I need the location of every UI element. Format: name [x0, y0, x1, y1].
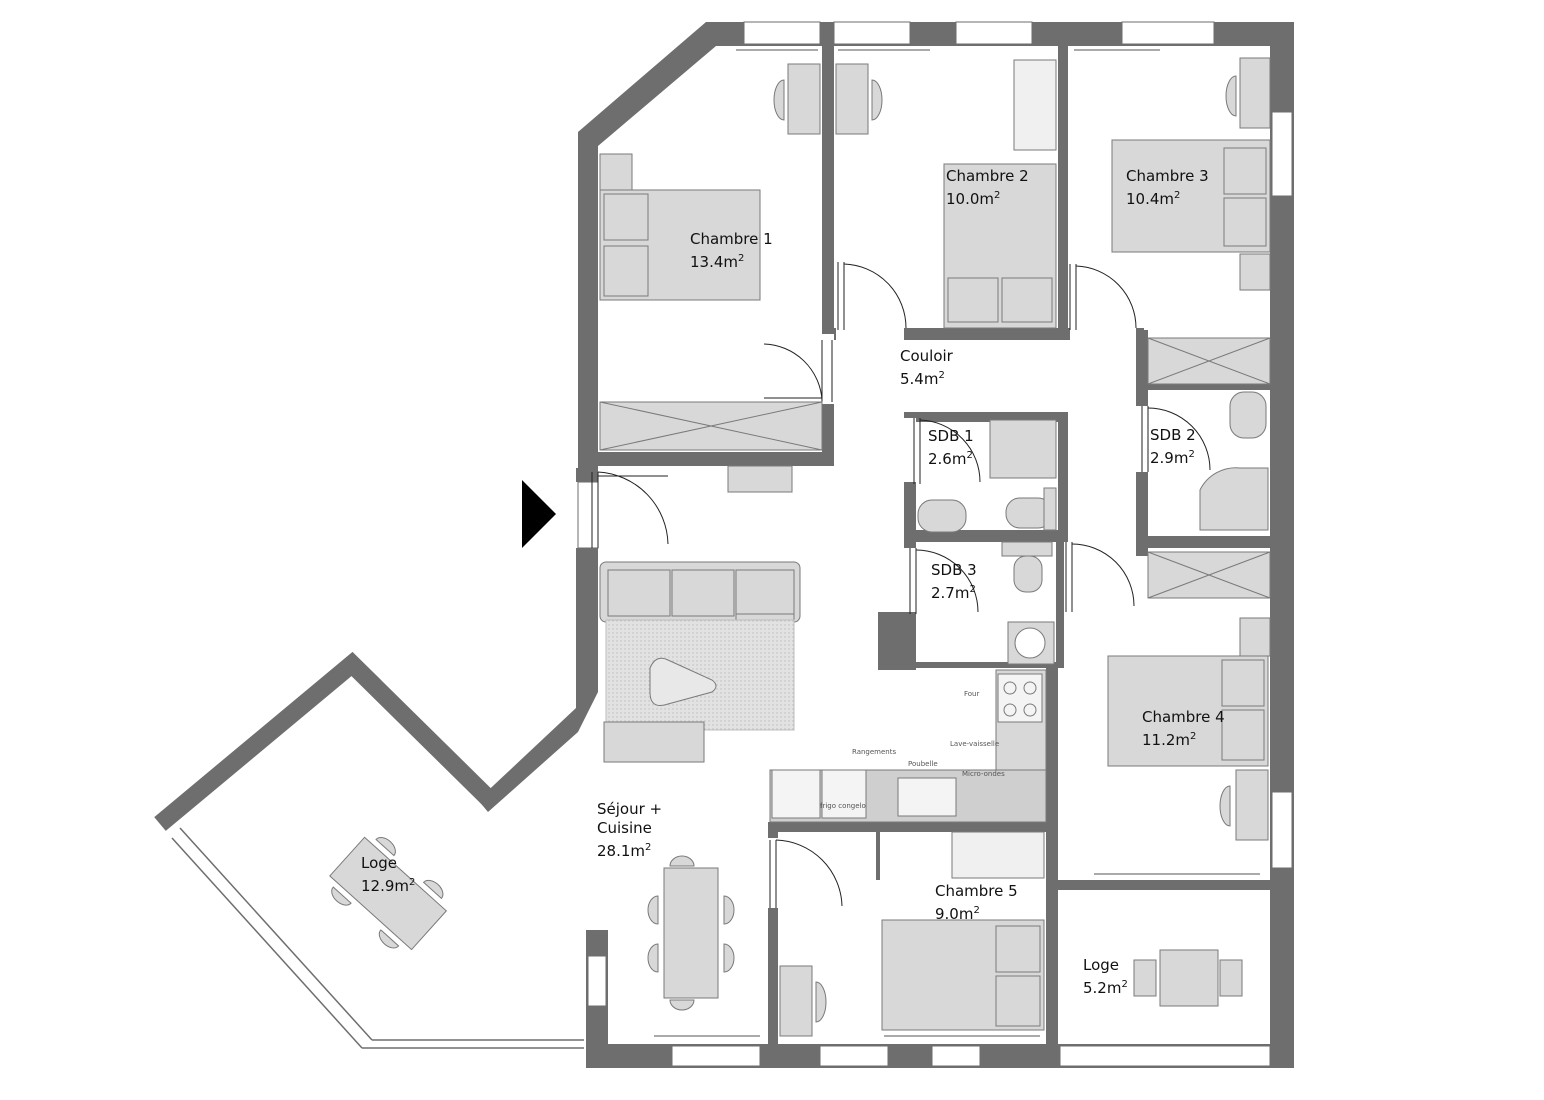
room-name: Loge: [1083, 956, 1120, 974]
room-name: SDB 1: [928, 427, 974, 445]
room-area: 13.4m2: [690, 253, 745, 271]
room-name: SDB 2: [1150, 426, 1196, 444]
furniture: [599, 57, 1271, 1037]
label-rangements: Rangements: [852, 748, 896, 756]
interior-walls: [598, 22, 1270, 1044]
room-area: 2.7m2: [931, 584, 976, 602]
loge-1-table: [329, 836, 448, 951]
room-label-chambre-2: Chambre 2 10.0m2: [946, 167, 1029, 209]
room-name: Couloir: [900, 347, 953, 365]
room-name: Chambre 1: [690, 230, 773, 248]
room-area: 2.9m2: [1150, 449, 1195, 467]
room-label-loge-1: Loge 12.9m2: [361, 854, 415, 896]
room-label-chambre-4: Chambre 4 11.2m2: [1142, 708, 1225, 750]
windows: [577, 21, 1293, 1067]
room-name: Chambre 2: [946, 167, 1029, 185]
room-label-sejour-cuisine: Séjour + Cuisine 28.1m2: [597, 800, 662, 861]
room-label-sdb-2: SDB 2 2.9m2: [1150, 426, 1196, 468]
label-lave-vaisselle: Lave-vaisselle: [950, 740, 999, 748]
room-area: 5.4m2: [900, 370, 945, 388]
room-name: Loge: [361, 854, 398, 872]
label-four: Four: [964, 690, 979, 698]
label-poubelle: Poubelle: [908, 760, 938, 768]
label-frigo-congelo: frigo congelo: [820, 802, 866, 810]
room-area: 11.2m2: [1142, 731, 1197, 749]
room-name: SDB 3: [931, 561, 977, 579]
room-label-sdb-3: SDB 3 2.7m2: [931, 561, 977, 603]
room-area: 10.4m2: [1126, 190, 1181, 208]
room-label-chambre-5: Chambre 5 9.0m2: [935, 882, 1018, 924]
radiators: [654, 49, 1260, 1037]
entrance-arrow-icon: [522, 480, 556, 548]
room-label-sdb-1: SDB 1 2.6m2: [928, 427, 974, 469]
room-name: Chambre 5: [935, 882, 1018, 900]
room-area: 28.1m2: [597, 842, 652, 860]
room-name: Chambre 4: [1142, 708, 1225, 726]
room-area: 9.0m2: [935, 905, 980, 923]
room-area: 2.6m2: [928, 450, 973, 468]
label-micro-ondes: Micro-ondes: [962, 770, 1005, 778]
kitchen-annotations: Rangements Poubelle frigo congelo Micro-…: [820, 690, 1005, 810]
room-area: 5.2m2: [1083, 979, 1128, 997]
room-name-2: Cuisine: [597, 819, 652, 837]
room-label-chambre-3: Chambre 3 10.4m2: [1126, 167, 1209, 209]
room-label-loge-2: Loge 5.2m2: [1083, 956, 1128, 998]
doors: [591, 262, 1211, 908]
room-label-chambre-1: Chambre 1 13.4m2: [690, 230, 773, 272]
room-label-couloir: Couloir 5.4m2: [900, 347, 953, 389]
room-area: 12.9m2: [361, 877, 416, 895]
room-area: 10.0m2: [946, 190, 1001, 208]
room-name: Séjour +: [597, 800, 663, 818]
room-name: Chambre 3: [1126, 167, 1209, 185]
